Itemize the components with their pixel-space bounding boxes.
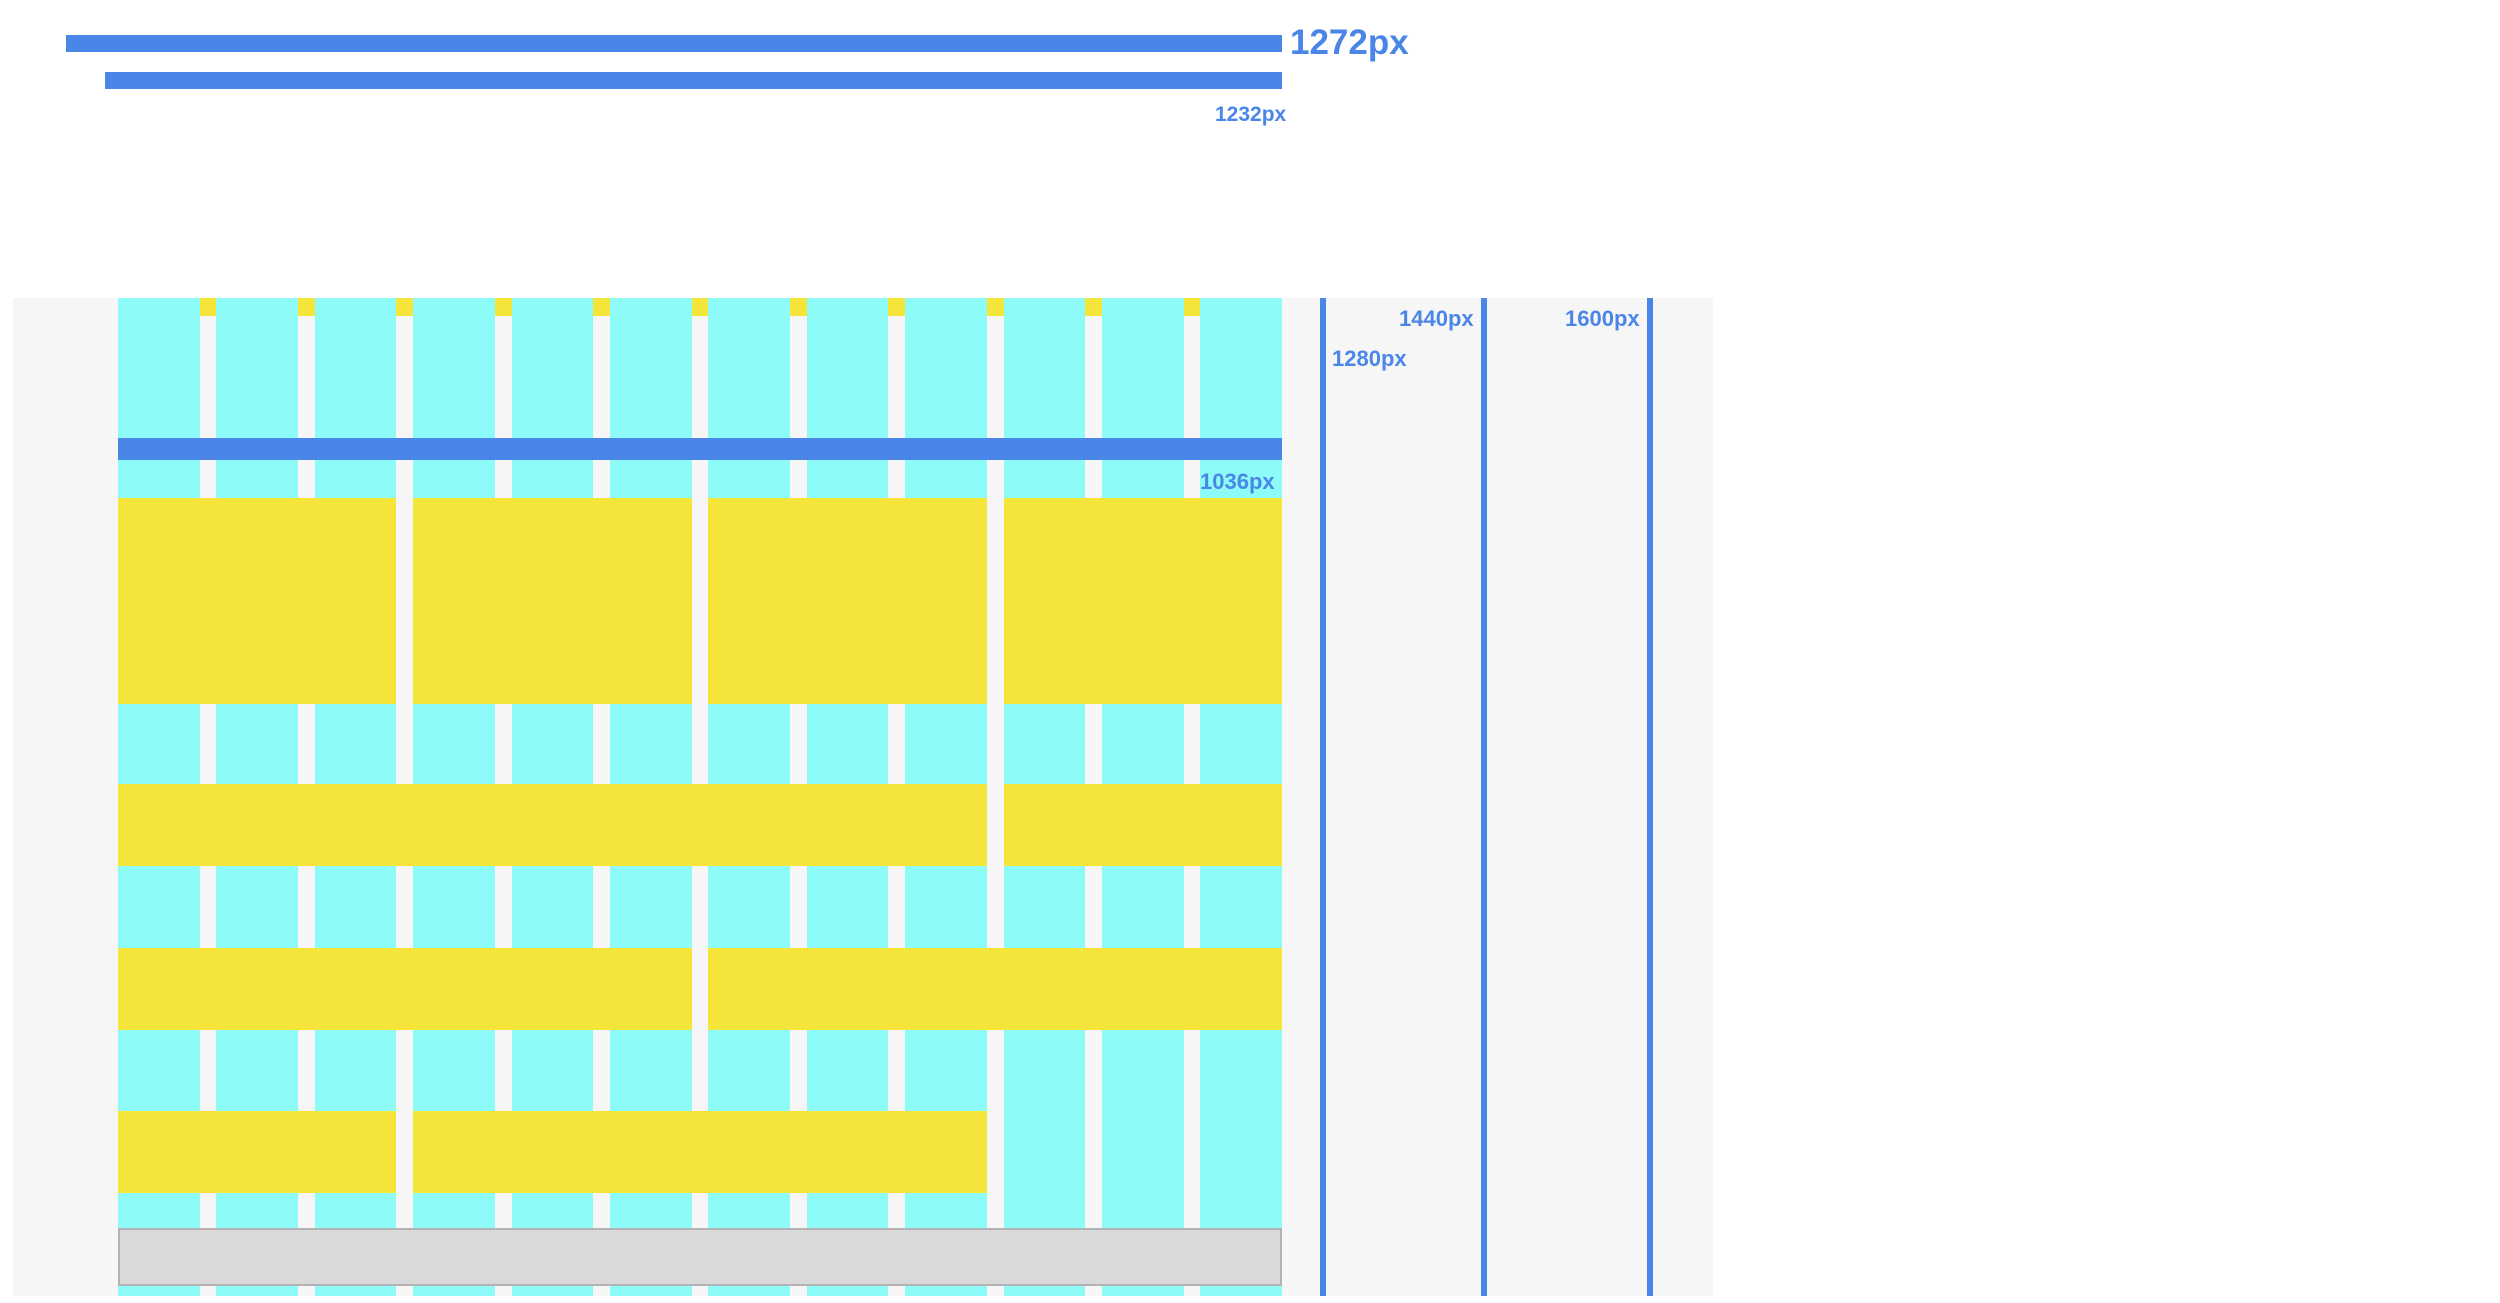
grid-cell-r1-c1 <box>118 498 397 704</box>
breakpoint-label-1440: 1440px <box>1399 306 1474 331</box>
grid-cell-r1-c3 <box>708 498 987 704</box>
top-gutter-strip <box>118 298 1282 316</box>
breakpoint-label-1600: 1600px <box>1565 306 1640 331</box>
grid-cell-r3-c1 <box>118 948 692 1030</box>
width-label-1272: 1272px <box>1290 23 1409 62</box>
breakpoint-line-1280 <box>1320 298 1326 1296</box>
grid-cell-r1-c4 <box>1003 498 1282 704</box>
grid-cell-r4-c2 <box>413 1111 987 1193</box>
grid-cell-r4-c1 <box>118 1111 397 1193</box>
container-bar-1036 <box>118 438 1282 460</box>
breakpoint-label-1280: 1280px <box>1332 346 1407 371</box>
grid-cell-r1-c2 <box>413 498 692 704</box>
footer-bar <box>118 1228 1282 1286</box>
width-bar-1272 <box>66 35 1282 52</box>
container-label-1036: 1036px <box>1200 469 1275 494</box>
grid-cell-r2-c1 <box>118 784 987 866</box>
grid-cell-r3-c2 <box>708 948 1282 1030</box>
grid-cell-r2-c2 <box>1003 784 1282 866</box>
width-bar-1232 <box>105 72 1282 89</box>
breakpoint-line-1440 <box>1481 298 1487 1296</box>
breakpoint-line-1600 <box>1647 298 1653 1296</box>
width-label-1232: 1232px <box>1215 103 1287 126</box>
